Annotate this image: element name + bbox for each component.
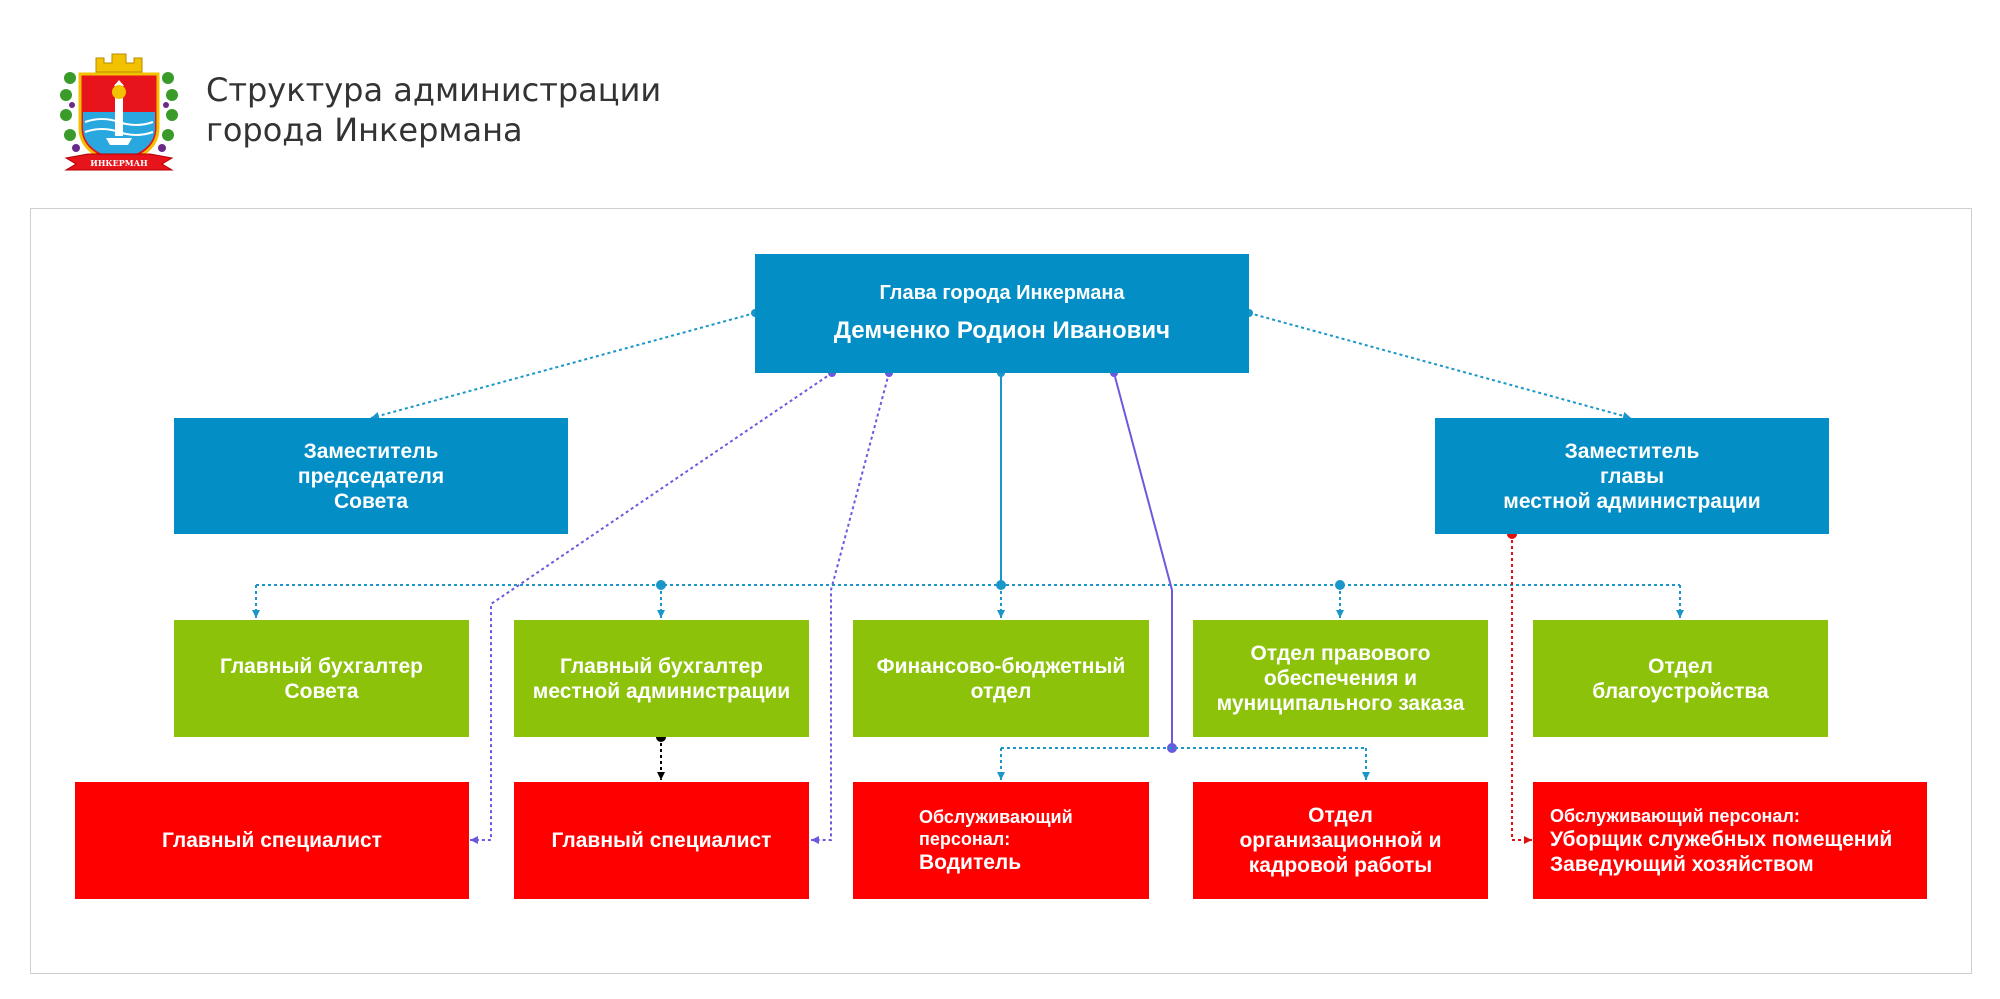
- city-coat-of-arms-icon: ИНКЕРМАН: [60, 53, 178, 171]
- deputy-council-line-2: председателя: [297, 464, 445, 488]
- staff-box-chief-specialist-1: Главный специалист: [75, 782, 469, 899]
- connector-deputy-admin-to-staff-5: [1511, 534, 1532, 844]
- department-label-line: Отдел правового: [1250, 642, 1431, 665]
- head-role: Глава города Инкермана: [879, 281, 1125, 304]
- staff-label-line: Главный специалист: [162, 829, 382, 852]
- connector-head-to-staff-1: [470, 372, 833, 844]
- department-label-line: благоустройства: [1592, 679, 1769, 703]
- staff-label-line: Главный специалист: [551, 829, 772, 852]
- department-box-finance-budget: Финансово-бюджетный отдел: [853, 620, 1149, 737]
- department-box-chief-accountant-council: Главный бухгалтер Совета: [174, 620, 469, 737]
- page-title-line-1: Структура администрации: [206, 71, 662, 109]
- department-label-line: Отдел: [1648, 654, 1713, 678]
- org-chart-frame: [30, 208, 1972, 974]
- deputy-council-chairman-box: Заместитель председателя Совета: [174, 418, 568, 534]
- staff-label-line: кадровой работы: [1248, 854, 1433, 877]
- staff-label-line: Водитель: [919, 851, 1022, 874]
- page-title-line-2: города Инкермана: [206, 111, 523, 149]
- staff-label-line: Обслуживающий персонал:: [1550, 805, 1800, 826]
- emblem-ribbon-text: ИНКЕРМАН: [90, 158, 148, 168]
- staff-box-chief-specialist-2: Главный специалист: [514, 782, 809, 899]
- department-label-line: обеспечения и: [1263, 667, 1418, 690]
- head-name: Демченко Родион Иванович: [833, 316, 1171, 344]
- department-label-line: отдел: [970, 679, 1032, 703]
- staff-label-line: персонал:: [919, 829, 1011, 849]
- connector-head-to-staff-2: [811, 372, 890, 844]
- connector-head-to-service: [1113, 372, 1173, 748]
- department-label-line: Главный бухгалтер: [559, 654, 764, 678]
- department-label-line: местной администрации: [532, 679, 791, 703]
- staff-box-service-cleaner-housekeeper: Обслуживающий персонал: Уборщик служебны…: [1533, 782, 1927, 899]
- deputy-council-line-1: Заместитель: [303, 439, 439, 463]
- connector-head-to-deputy-council: [370, 312, 756, 420]
- department-label-line: Финансово-бюджетный: [876, 654, 1126, 678]
- department-box-chief-accountant-admin: Главный бухгалтер местной администрации: [514, 620, 809, 737]
- staff-box-hr-department: Отдел организационной и кадровой работы: [1193, 782, 1488, 899]
- department-label-line: Совета: [284, 679, 359, 703]
- staff-label-line: Заведующий хозяйством: [1550, 852, 1814, 876]
- deputy-admin-line-2: главы: [1599, 464, 1665, 488]
- department-label-line: Главный бухгалтер: [219, 654, 424, 678]
- staff-box-service-driver: Обслуживающий персонал: Водитель: [853, 782, 1149, 899]
- deputy-admin-line-3: местной администрации: [1503, 489, 1761, 513]
- staff-label-line: Обслуживающий: [919, 807, 1073, 827]
- page-title: Структура администрации города Инкермана: [206, 70, 661, 150]
- staff-label-line: Отдел: [1308, 804, 1373, 827]
- head-of-city-box: Глава города Инкермана Демченко Родион И…: [755, 254, 1249, 373]
- deputy-council-line-3: Совета: [334, 489, 408, 513]
- deputy-head-admin-box: Заместитель главы местной администрации: [1435, 418, 1829, 534]
- department-label-line: муниципального заказа: [1216, 692, 1465, 715]
- staff-label-line: организационной и: [1239, 829, 1442, 852]
- deputy-admin-line-1: Заместитель: [1564, 439, 1700, 463]
- connector-head-to-deputy-admin: [1248, 312, 1632, 420]
- department-box-legal-procurement: Отдел правового обеспечения и муниципаль…: [1193, 620, 1488, 737]
- staff-label-line: Уборщик служебных помещений: [1550, 827, 1893, 851]
- department-box-landscaping: Отдел благоустройства: [1533, 620, 1828, 737]
